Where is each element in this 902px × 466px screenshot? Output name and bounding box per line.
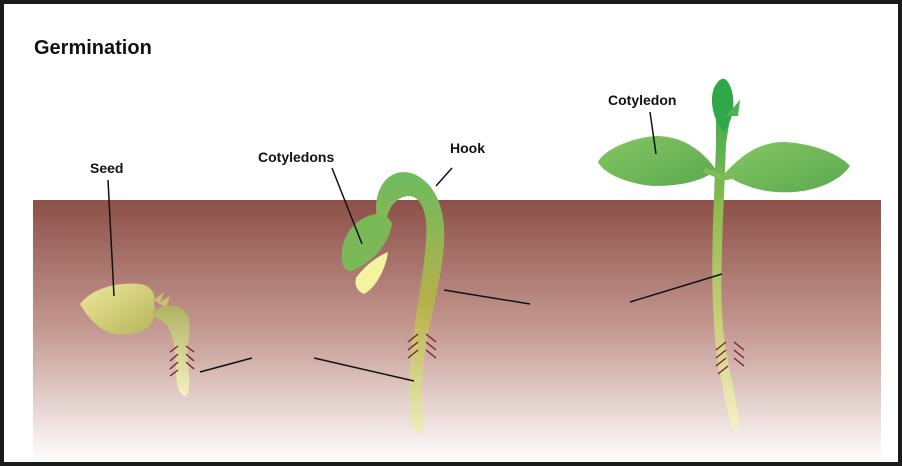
hook-leader — [436, 168, 452, 186]
germination-diagram: Seed Cotyledons Hook Cotyledon — [4, 4, 898, 462]
hook-label: Hook — [450, 140, 485, 156]
figure-title: Germination — [34, 37, 152, 60]
soil-layer — [33, 200, 881, 462]
seed-label: Seed — [90, 160, 123, 176]
cotyledon-label: Cotyledon — [608, 92, 676, 108]
cotyledons-label: Cotyledons — [258, 149, 334, 165]
